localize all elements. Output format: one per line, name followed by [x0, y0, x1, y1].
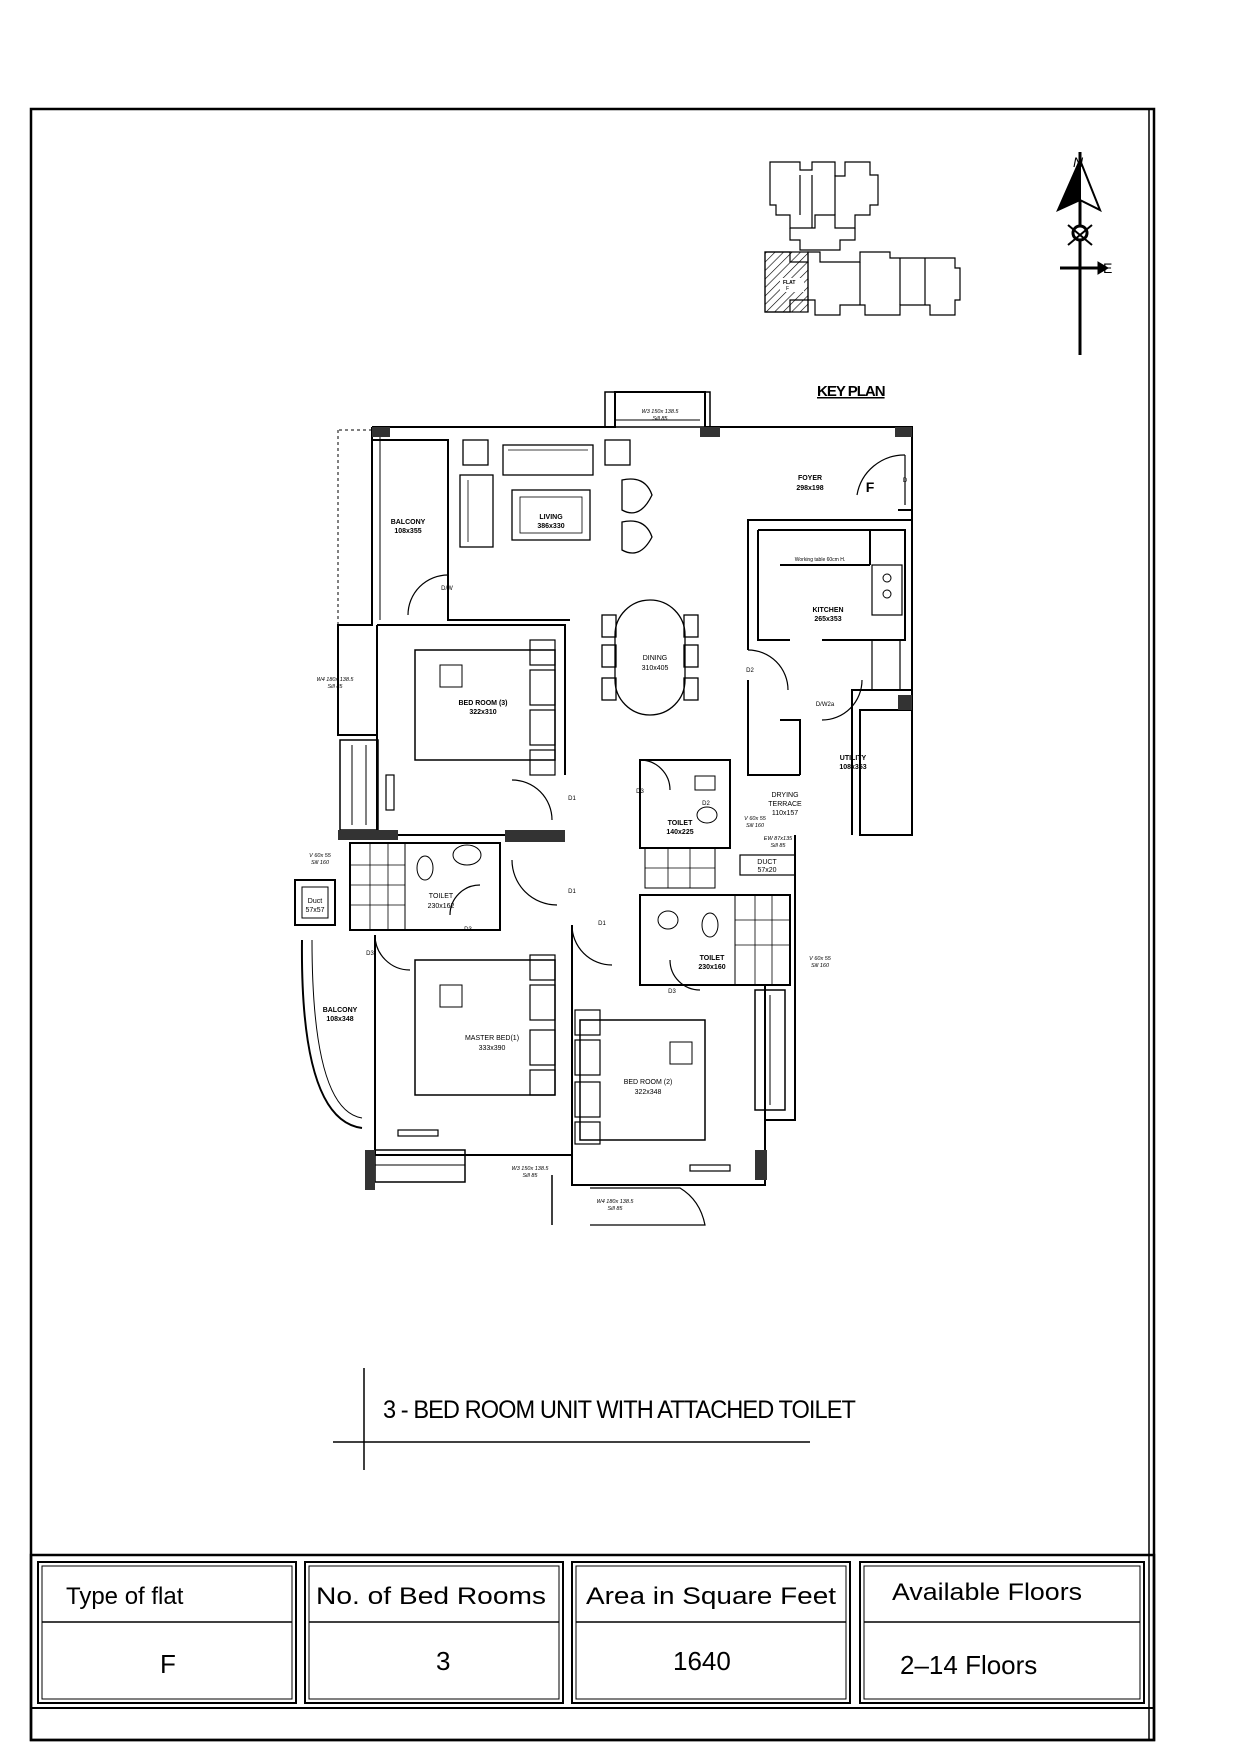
title-block — [333, 1368, 810, 1470]
compass-icon — [1056, 152, 1109, 355]
door-d3-common: D3 — [636, 789, 644, 795]
room-toilet-left-name: TOILET — [429, 893, 454, 900]
door-dw2-utility: D/W2a — [816, 702, 835, 708]
key-plan-flat-highlight — [764, 251, 809, 313]
room-duct-left-name: Duct — [308, 898, 322, 905]
window-top-spec: W3 150x 138.5 — [642, 409, 680, 415]
room-foyer-mark: F — [866, 479, 875, 495]
room-master-bed-name: MASTER BED(1) — [465, 1035, 519, 1042]
door-d3-master-balcony: D3 — [366, 951, 374, 957]
room-duct-right-size: 57x20 — [757, 867, 776, 874]
table-value-type: F — [160, 1649, 176, 1679]
key-plan-flat-label: FLAT — [783, 280, 795, 286]
window-right-toilet-spec: V 60x 55 — [809, 956, 832, 962]
plan-title: 3 - BED ROOM UNIT WITH ATTACHED TOILET — [383, 1396, 856, 1424]
table-value-bedrooms: 3 — [436, 1646, 450, 1676]
room-drying-name: DRYING — [771, 792, 798, 799]
room-master-bed-size: 333x390 — [479, 1045, 506, 1052]
room-foyer-size: 298x198 — [796, 485, 823, 492]
door-d1-bed3: D1 — [568, 796, 576, 802]
door-d1-master: D1 — [568, 889, 576, 895]
room-toilet-common-name: TOILET — [668, 820, 693, 827]
window-kitchen-v-spec: V 60x 55 — [744, 816, 767, 822]
floor-plan — [294, 391, 913, 1226]
table-header-type: Type of flat — [66, 1583, 184, 1610]
window-ew-spec: EW 87x135 — [764, 836, 793, 842]
room-utility-name: UTILITY — [840, 755, 867, 762]
table-value-floors: 2–14 Floors — [900, 1650, 1037, 1680]
room-bed3-size: 322x310 — [469, 709, 496, 716]
door-d3-toilet-right: D3 — [668, 989, 676, 995]
door-labels: D D/W D2 D/W2a D1 D3 D1 D1 D3 D3 D3 D2 — [366, 478, 908, 995]
door-d-foyer: D — [903, 478, 908, 484]
spec-table — [29, 1553, 1156, 1742]
room-duct-left-size: 57x57 — [305, 907, 324, 914]
room-dining-name: DINING — [643, 655, 668, 662]
room-kitchen-name: KITCHEN — [812, 607, 843, 614]
key-plan-flat-code: F — [786, 286, 789, 292]
key-plan-label: KEY PLAN — [817, 383, 885, 400]
room-toilet-common-size: 140x225 — [666, 829, 693, 836]
window-bed2-bottom-sill: Sill 85 — [608, 1206, 624, 1212]
table-header-area: Area in Square Feet — [586, 1583, 836, 1610]
room-balcony-top-size: 108x355 — [394, 528, 421, 535]
window-master-bottom-sill: Sill 85 — [523, 1173, 539, 1179]
window-kitchen-v-sill: Sill 160 — [746, 823, 765, 829]
room-foyer-name: FOYER — [798, 475, 822, 482]
room-utility-size: 108x353 — [839, 764, 866, 771]
window-labels: W3 150x 138.5 Sill 85 W4 180x 138.5 Sill… — [309, 409, 832, 1212]
room-bed2-name: BED ROOM (2) — [624, 1079, 673, 1086]
window-ew-sill: Sill 85 — [771, 843, 787, 849]
table-header-floors: Available Floors — [892, 1579, 1082, 1606]
window-bed2-bottom-spec: W4 180x 138.5 — [597, 1199, 635, 1205]
door-d2-kitchen: D2 — [746, 668, 754, 674]
room-drying-size: 110x157 — [772, 810, 798, 817]
room-balcony-left-name: BALCONY — [323, 1007, 358, 1014]
room-bed2-size: 322x348 — [635, 1089, 662, 1096]
door-d2-drying: D2 — [702, 801, 710, 807]
window-left-bed3-spec: W4 180x 138.5 — [317, 677, 355, 683]
table-header-bedrooms: No. of Bed Rooms — [316, 1583, 546, 1610]
compass-north-label: N — [1073, 154, 1084, 170]
room-bed3-name: BED ROOM (3) — [459, 700, 508, 707]
room-drying-name2: TERRACE — [768, 801, 802, 808]
spec-table-text: Type of flat No. of Bed Rooms Area in Sq… — [66, 1579, 1082, 1680]
room-duct-right-name: DUCT — [757, 859, 777, 866]
room-toilet-left-size: 230x162 — [428, 903, 455, 910]
room-balcony-left-size: 108x348 — [326, 1016, 353, 1023]
room-living-size: 386x330 — [537, 523, 564, 530]
table-value-area: 1640 — [673, 1646, 731, 1676]
sheet-border — [29, 107, 1156, 1742]
window-right-toilet-sill: Sill 160 — [811, 963, 830, 969]
dining-furniture — [601, 599, 699, 716]
window-left-bed3-sill: Sill 85 — [328, 684, 344, 690]
window-master-bottom-spec: W3 150x 138.5 — [512, 1166, 550, 1172]
room-kitchen-size: 265x353 — [814, 616, 841, 623]
room-living-name: LIVING — [539, 514, 563, 521]
door-d3-toilet-left: D3 — [464, 927, 472, 933]
door-d1-bed2: D1 — [598, 921, 606, 927]
room-labels: LIVING 386x330 FOYER 298x198 F BALCONY 1… — [305, 475, 874, 1096]
wall-columns — [338, 427, 912, 1190]
room-toilet-right-size: 230x160 — [698, 964, 725, 971]
living-furniture — [459, 439, 653, 554]
room-toilet-right-name: TOILET — [700, 955, 725, 962]
key-plan — [764, 161, 961, 316]
kitchen-counter-note: Working table 60cm H. — [795, 557, 845, 563]
room-dining-size: 310x405 — [642, 665, 669, 672]
door-dw-balcony: D/W — [441, 586, 453, 592]
window-left-toilet-sill: Sill 160 — [311, 860, 330, 866]
window-top-sill: Sill 85 — [653, 416, 669, 422]
room-balcony-top-name: BALCONY — [391, 519, 426, 526]
compass-east-label: E — [1103, 260, 1112, 276]
window-left-toilet-spec: V 60x 55 — [309, 853, 332, 859]
door-swings — [374, 454, 906, 991]
